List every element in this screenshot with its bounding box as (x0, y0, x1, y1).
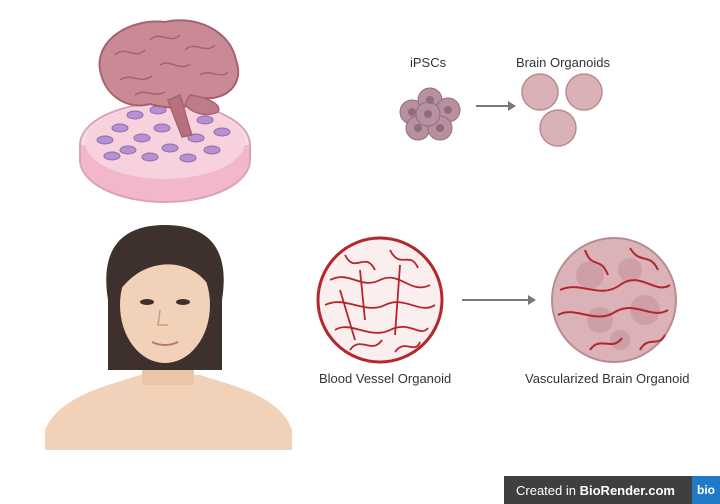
biorender-logo-icon: bio (692, 476, 720, 504)
brain-organoids-label: Brain Organoids (516, 55, 610, 70)
biorender-badge[interactable]: Created in BioRender.com bio (504, 476, 720, 504)
arrow-right-icon (462, 295, 536, 305)
person-icon (45, 225, 292, 450)
badge-created-in: Created in (516, 482, 576, 498)
arrow-right-icon (476, 101, 516, 111)
ipscs-label: iPSCs (410, 55, 447, 70)
brain-organoid-icon (521, 73, 603, 147)
brain-icon (98, 19, 240, 138)
petri-dish-icon (79, 102, 251, 203)
badge-text: Created in BioRender.com (504, 483, 692, 498)
blood-vessel-organoid-label: Blood Vessel Organoid (319, 371, 452, 386)
badge-brand: BioRender.com (579, 482, 675, 498)
blood-vessel-organoid-icon (316, 236, 444, 364)
vascularized-brain-organoid-label: Vascularized Brain Organoid (525, 371, 690, 386)
ipsc-cluster-icon (399, 87, 461, 141)
vascularized-organoid-icon (551, 237, 677, 363)
